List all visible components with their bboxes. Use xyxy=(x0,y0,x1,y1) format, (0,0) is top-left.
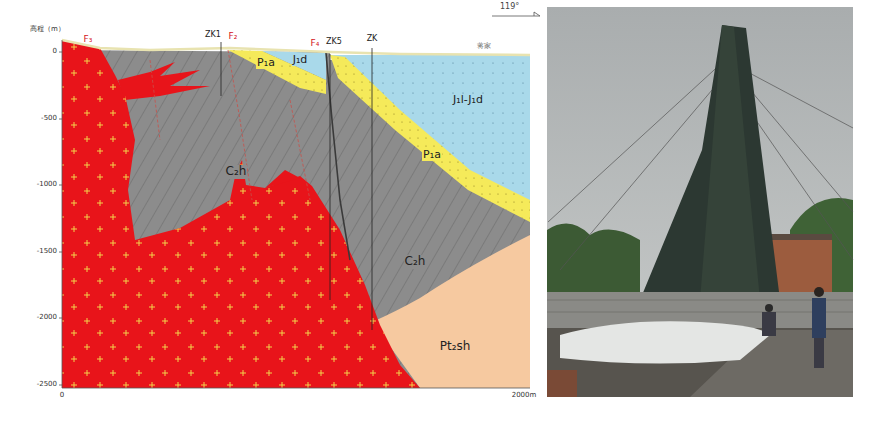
fault-name: F₂ xyxy=(229,32,238,42)
unit-label: P₁a xyxy=(256,57,276,69)
elevation-tick: -1000 xyxy=(37,181,57,189)
unit-label: Pt₂sh xyxy=(439,340,472,353)
borehole-name: ZK5 xyxy=(326,38,342,47)
unit-label: C₂h xyxy=(404,255,427,268)
borehole-name: ZK1 xyxy=(205,31,221,40)
unit-label: P₁a xyxy=(422,149,442,161)
fault-name: F₄ xyxy=(311,39,320,49)
borehole-name: ZK xyxy=(367,35,378,44)
axis-title: 高程（m） xyxy=(30,26,65,34)
distance-tick: 2000m xyxy=(512,392,537,400)
unit-label: J₁d xyxy=(292,54,309,66)
unit-label: J₁l-J₁d xyxy=(452,94,484,106)
elevation-tick: -2500 xyxy=(37,381,57,389)
fault-name: F₃ xyxy=(84,35,93,45)
place-name: 蒋家 xyxy=(477,43,491,51)
north-angle: 119° xyxy=(500,3,519,12)
unit-label: C₂h xyxy=(225,165,248,178)
elevation-tick: -1500 xyxy=(37,248,57,256)
elevation-tick: -500 xyxy=(41,115,57,123)
distance-tick: 0 xyxy=(60,392,64,400)
elevation-tick: 0 xyxy=(53,48,57,56)
elevation-tick: -2000 xyxy=(37,314,57,322)
